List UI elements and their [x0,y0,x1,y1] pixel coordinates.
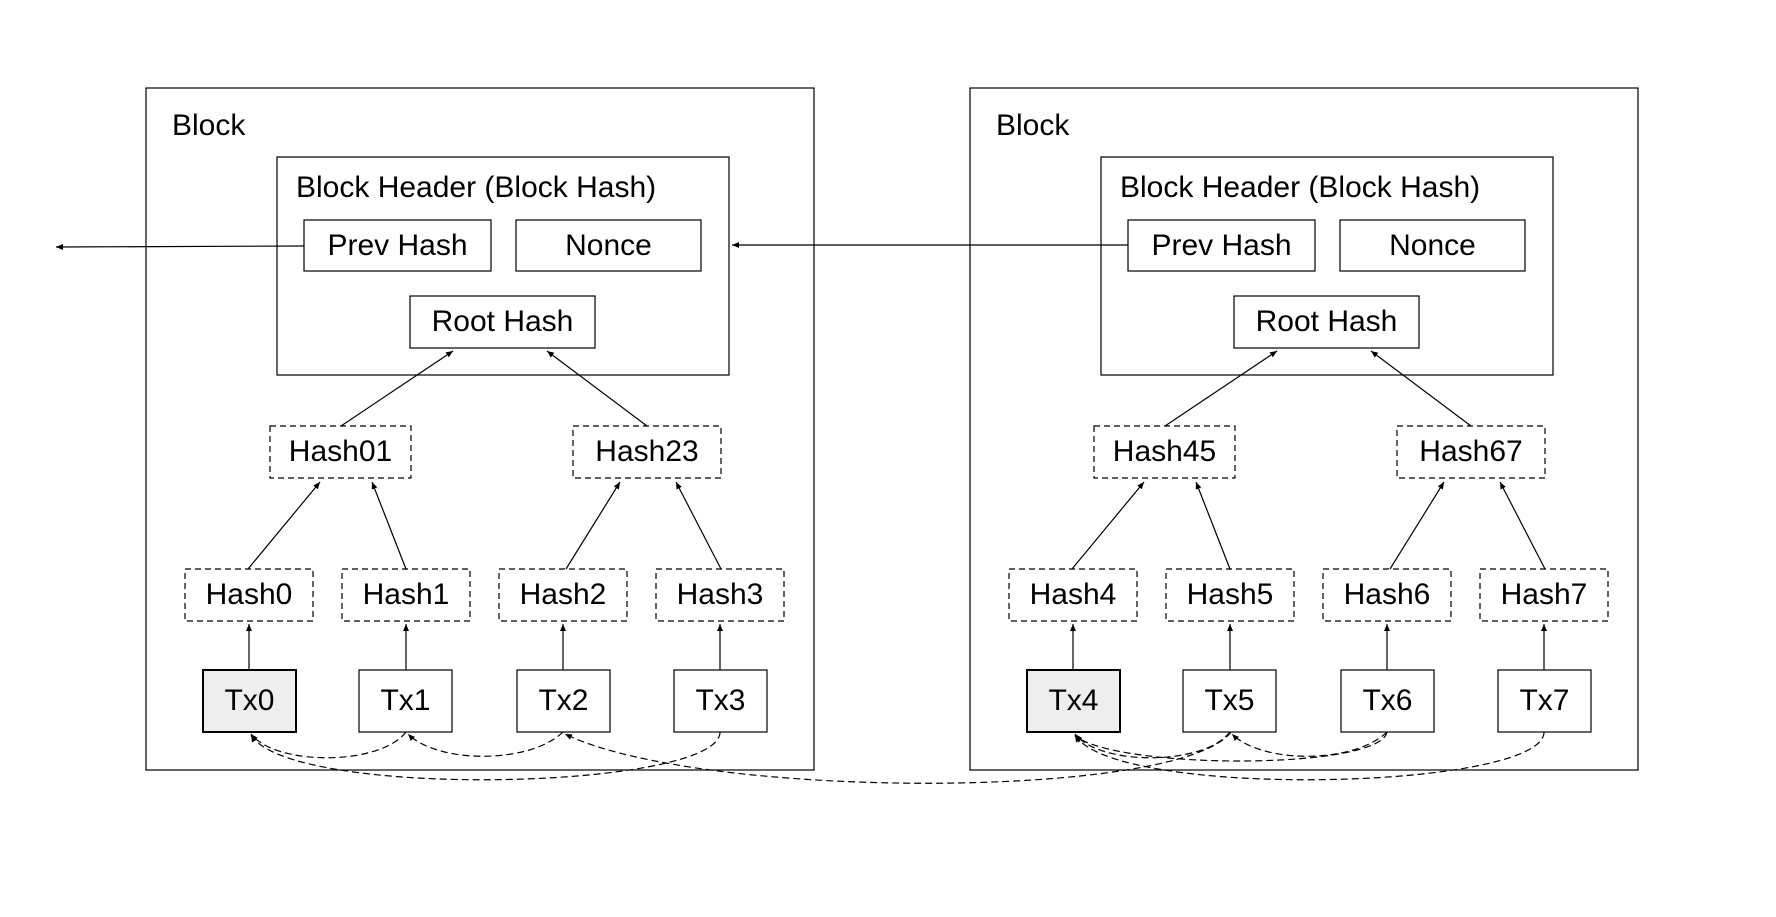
left-tx1-to-tx0-curve [250,731,407,759]
right-leaf0-to-l1-arrow [1071,481,1145,570]
left-block-header-title: Block Header (Block Hash) [296,171,657,204]
left-l1b-to-root-arrow [546,350,648,427]
right-root-hash-label: Root Hash [1255,305,1398,338]
left-leaf0-to-l1-arrow [247,481,321,570]
left-leaf-hash-label-1: Hash1 [362,578,450,611]
right-nonce-label: Nonce [1389,228,1476,262]
right-tx-label-2: Tx6 [1362,684,1413,717]
right-block-title: Block [996,109,1070,142]
right-leaf-hash-label-2: Hash6 [1343,578,1431,611]
right-tx-label-0: Tx4 [1048,684,1099,717]
right-tx-to-tx-cross-curve [1074,731,1388,762]
right-leaf-hash-label-0: Hash4 [1029,578,1117,611]
right-tx-label-3: Tx7 [1519,684,1570,717]
left-nonce-box [515,219,702,272]
right-tx-label-1: Tx5 [1204,684,1255,717]
left-tx-label-3: Tx3 [695,684,746,717]
right-tx3-to-tx0-curve [1074,731,1545,781]
right-l1a-to-root-arrow [1164,350,1278,427]
right-block-header-title: Block Header (Block Hash) [1120,171,1481,204]
left-level1-hash-label-0: Hash01 [288,435,393,468]
left-tx-label-0: Tx0 [224,684,275,717]
left-leaf3-to-l1-arrow [675,481,722,570]
right-leaf3-to-l1-arrow [1499,481,1546,570]
left-block-box [145,87,815,771]
left-block-header-box [276,156,730,376]
right-leaf1-to-l1-arrow [1195,481,1231,570]
left-nonce-label: Nonce [565,228,652,262]
left-leaf1-to-l1-arrow [371,481,407,570]
left-leaf-hash-label-0: Hash0 [205,578,293,611]
left-level1-hash-box-0 [269,425,412,479]
left-leaf-hash-label-2: Hash2 [519,578,607,611]
left-tx2-to-tx1-curve [407,731,564,757]
left-tx3-to-tx0-curve [250,731,721,781]
left-leaf2-to-l1-arrow [565,481,621,570]
right-level1-hash-label-0: Hash45 [1112,435,1217,468]
left-l1a-to-root-arrow [340,350,454,427]
right-level1-hash-label-1: Hash67 [1419,435,1523,468]
left-tx-label-1: Tx1 [380,684,431,717]
right-prev-hash-label: Prev Hash [1151,228,1292,262]
right-l1b-to-root-arrow [1370,350,1472,427]
left-block-title: Block [172,109,246,142]
right-root-hash-box [1233,295,1420,349]
right-level1-hash-box-0 [1093,425,1236,479]
right-leaf-hash-label-3: Hash7 [1500,578,1588,611]
right-leaf-hash-box-2 [1322,568,1452,622]
right-leaf2-to-l1-arrow [1389,481,1445,570]
right-tx1-to-tx0-curve [1074,731,1231,759]
right-leaf-hash-box-0 [1008,568,1138,622]
left-prev-hash-box [303,219,492,272]
right-block-header-box [1100,156,1554,376]
left-leaf-hash-label-3: Hash3 [676,578,764,611]
right-leaf-hash-label-1: Hash5 [1186,578,1274,611]
left-leaf-hash-box-3 [655,568,785,622]
right-tx2-to-tx1-curve [1231,731,1388,757]
left-root-hash-label: Root Hash [431,305,574,338]
cross-block-tx-curve [564,731,1232,784]
left-root-hash-box [409,295,596,349]
right-block-box [969,87,1639,771]
right-tx-box-0 [1026,669,1121,733]
right-leaf-hash-box-3 [1479,568,1609,622]
left-level1-hash-label-1: Hash23 [595,435,699,468]
left-prev-hash-outgoing-arrow [55,243,305,250]
right-nonce-box [1339,219,1526,272]
left-prev-hash-label: Prev Hash [327,228,468,262]
left-leaf-hash-box-0 [184,568,314,622]
left-leaf-hash-box-2 [498,568,628,622]
left-tx-label-2: Tx2 [538,684,589,717]
